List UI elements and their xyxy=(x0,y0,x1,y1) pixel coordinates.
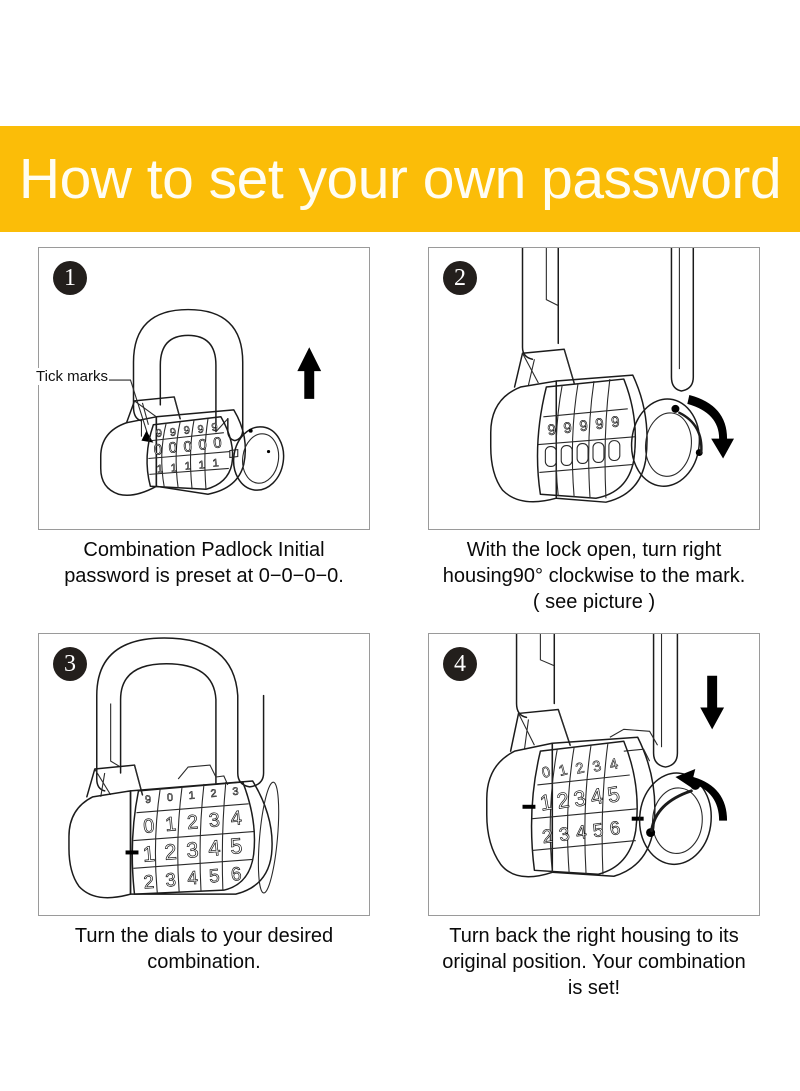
svg-text:9: 9 xyxy=(579,418,589,435)
svg-text:4: 4 xyxy=(207,835,221,861)
svg-text:9: 9 xyxy=(211,421,218,434)
svg-text:0: 0 xyxy=(166,792,173,804)
svg-text:5: 5 xyxy=(605,781,621,808)
svg-text:3: 3 xyxy=(185,837,199,863)
svg-text:3: 3 xyxy=(232,786,239,798)
step-1-badge: 1 xyxy=(53,261,87,295)
svg-text:5: 5 xyxy=(208,865,220,887)
svg-text:1: 1 xyxy=(538,789,554,816)
svg-text:4: 4 xyxy=(589,783,605,810)
svg-text:9: 9 xyxy=(155,427,162,440)
svg-text:4: 4 xyxy=(186,867,198,889)
step-3-illustration: 9 0 1 2 3 0 1 2 3 4 1 2 3 xyxy=(68,637,280,899)
svg-text:2: 2 xyxy=(143,871,155,893)
svg-text:0: 0 xyxy=(183,439,193,456)
header-banner: How to set your own password xyxy=(0,126,800,232)
svg-text:1: 1 xyxy=(164,813,177,836)
svg-text:0: 0 xyxy=(213,435,223,452)
svg-text:9: 9 xyxy=(563,420,573,437)
svg-text:1: 1 xyxy=(212,457,219,469)
svg-text:5: 5 xyxy=(229,833,243,859)
svg-text:1: 1 xyxy=(156,463,163,475)
step-4-illustration: 0 1 2 3 4 1 2 3 4 5 2 3 4 xyxy=(486,634,728,878)
step-3: 3 xyxy=(38,633,370,1001)
svg-text:1: 1 xyxy=(557,762,569,780)
svg-text:6: 6 xyxy=(230,863,242,885)
step-4: 4 xyxy=(428,633,760,1001)
step-3-caption: Turn the dials to your desired combinati… xyxy=(74,925,334,973)
steps-row-1: 1 Tick marks xyxy=(35,247,760,621)
svg-text:0: 0 xyxy=(153,442,163,459)
svg-text:9: 9 xyxy=(169,426,176,439)
svg-text:6: 6 xyxy=(608,817,621,839)
step-3-badge: 3 xyxy=(53,647,87,681)
step-2: 2 xyxy=(428,247,760,621)
svg-text:3: 3 xyxy=(208,809,221,832)
step-4-figure: 4 xyxy=(428,633,760,916)
step-4-caption: Turn back the right housing to its origi… xyxy=(442,925,746,999)
step-1-caption: Combination Padlock Initial password is … xyxy=(64,539,344,587)
svg-text:4: 4 xyxy=(575,821,588,843)
svg-text:0: 0 xyxy=(168,440,178,457)
svg-text:0: 0 xyxy=(540,764,552,782)
svg-text:5: 5 xyxy=(591,819,604,841)
svg-text:1: 1 xyxy=(198,459,205,471)
svg-text:4: 4 xyxy=(608,756,620,774)
svg-text:2: 2 xyxy=(210,788,217,800)
step-2-illustration: 9 9 9 9 9 xyxy=(489,248,735,503)
svg-text:9: 9 xyxy=(183,424,190,437)
step-1-illustration: 9 9 9 9 9 0 0 0 0 0 1 1 1 xyxy=(49,308,322,496)
step-1-figure: 1 Tick marks xyxy=(35,247,370,530)
svg-text:0: 0 xyxy=(198,437,208,454)
step-2-figure: 2 xyxy=(428,247,760,530)
svg-text:1: 1 xyxy=(188,790,195,802)
svg-text:2: 2 xyxy=(163,839,177,865)
steps-row-2: 3 xyxy=(38,633,760,1001)
step-1: 1 Tick marks xyxy=(35,247,370,621)
svg-text:9: 9 xyxy=(595,416,605,433)
svg-text:9: 9 xyxy=(197,423,204,436)
svg-text:3: 3 xyxy=(591,758,603,776)
svg-text:0: 0 xyxy=(142,815,155,838)
svg-text:2: 2 xyxy=(541,825,554,847)
svg-text:2: 2 xyxy=(574,760,586,778)
svg-text:3: 3 xyxy=(558,823,571,845)
svg-text:1: 1 xyxy=(170,462,177,474)
svg-text:3: 3 xyxy=(572,785,588,812)
page-title: How to set your own password xyxy=(18,147,782,211)
svg-text:9: 9 xyxy=(547,422,557,439)
svg-text:1: 1 xyxy=(184,460,191,472)
svg-text:2: 2 xyxy=(186,811,199,834)
tick-marks-label: Tick marks xyxy=(35,368,109,385)
step-3-figure: 3 xyxy=(38,633,370,916)
svg-text:1: 1 xyxy=(142,841,156,867)
step-2-badge: 2 xyxy=(443,261,477,295)
svg-text:9: 9 xyxy=(145,794,152,806)
steps-grid: 1 Tick marks xyxy=(35,247,760,1001)
svg-text:9: 9 xyxy=(610,414,620,431)
svg-text:4: 4 xyxy=(230,807,243,830)
svg-text:3: 3 xyxy=(165,869,177,891)
step-4-badge: 4 xyxy=(443,647,477,681)
step-2-caption: With the lock open, turn right housing90… xyxy=(442,539,746,613)
svg-text:2: 2 xyxy=(555,787,571,814)
